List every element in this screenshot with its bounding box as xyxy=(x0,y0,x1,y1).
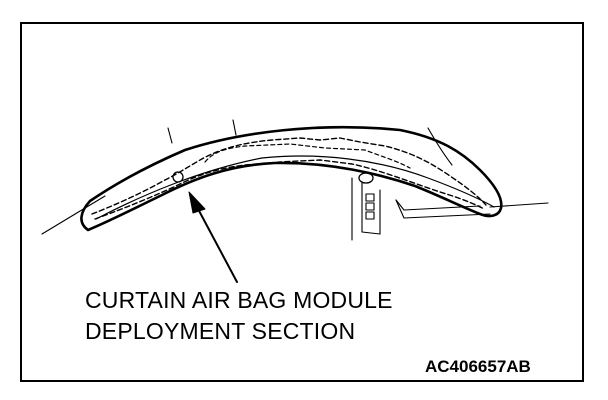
airbag-outline xyxy=(80,125,503,232)
fastener-front xyxy=(172,171,184,183)
deployment-section-dashed xyxy=(91,137,487,220)
fastener-rear xyxy=(358,172,374,184)
pillar-structure xyxy=(351,177,491,241)
figure-code: AC406657AB xyxy=(425,357,531,376)
callout-label-line1: CURTAIN AIR BAG MODULE xyxy=(85,287,393,313)
leader-arrow xyxy=(188,191,238,283)
airbag-inner-edge xyxy=(95,155,495,220)
callout-label-line2: DEPLOYMENT SECTION xyxy=(85,318,356,344)
figure-frame xyxy=(20,22,584,382)
vehicle-body-lines xyxy=(41,119,549,235)
